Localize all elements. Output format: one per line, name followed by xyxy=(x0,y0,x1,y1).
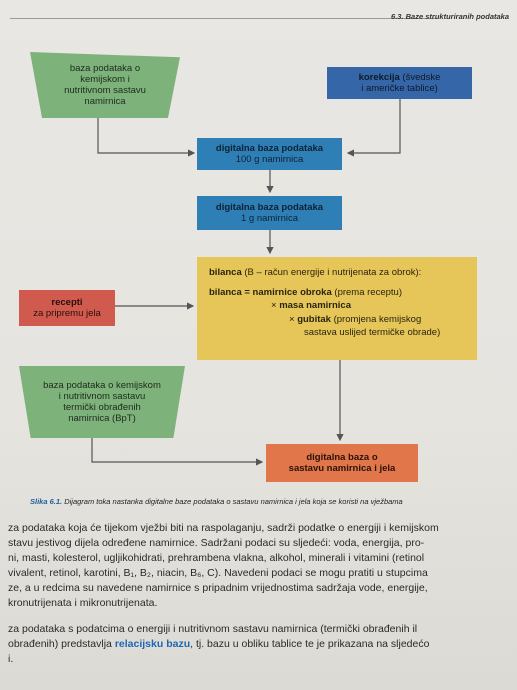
balance-loss-rest: (promjena kemijskog xyxy=(330,313,422,325)
corrections-line-1: korekcija (švedske xyxy=(359,72,441,83)
body-text: , tj. bazu u obliku tablice te je prikaz… xyxy=(190,638,430,650)
digital-db-1g-sub: 1 g namirnica xyxy=(240,213,299,224)
header-rule xyxy=(10,18,437,19)
balance-line-3: × masa namirnica xyxy=(209,299,477,313)
times-symbol-1: × xyxy=(271,300,280,311)
times-symbol-2: × xyxy=(289,313,298,325)
balance-line-5: sastava uslijed termičke obrade) xyxy=(304,327,441,338)
body-line: kronutrijenata i mikronutrijenata. xyxy=(8,597,158,609)
balance-formula: bilanca = namirnice obroka xyxy=(209,286,332,298)
recipes-sub: za pripremu jela xyxy=(33,308,101,319)
body-line: za podataka s podatcima o energiji i nut… xyxy=(8,623,418,635)
recipes-box: recepti za pripremu jela xyxy=(19,290,115,326)
balance-title: bilanca xyxy=(209,267,242,278)
body-line: ni, masti, kolesterol, ugljikohidrati, p… xyxy=(8,552,425,564)
balance-mass: masa namirnica xyxy=(279,300,352,311)
digital-db-100g-box: digitalna baza podataka 100 g namirnica xyxy=(197,138,342,170)
corrections-line-2: i američke tablice) xyxy=(361,83,438,94)
section-header: 6.3. Baze strukturiranih podataka xyxy=(391,12,509,21)
corrections-title: korekcija xyxy=(358,72,400,83)
source-db-line-4: namirnica xyxy=(84,96,126,107)
relational-db-link[interactable]: relacijsku bazu xyxy=(114,638,191,650)
balance-line-1: bilanca (B – račun energije i nutrijenat… xyxy=(209,266,477,280)
thermal-db-line-4: namirnica (BpT) xyxy=(68,413,136,424)
digital-db-100g-title: digitalna baza podataka xyxy=(215,143,324,154)
final-db-line-1: digitalna baza o xyxy=(306,452,378,463)
digital-db-100g-sub: 100 g namirnica xyxy=(235,154,304,165)
source-db-line-1: baza podataka o xyxy=(69,63,141,74)
balance-title-rest: (B – račun energije i nutrijenata za obr… xyxy=(241,267,422,278)
source-database-box: baza podataka o kemijskom i nutritivnom … xyxy=(30,52,180,118)
balance-line-2: bilanca = namirnice obroka (prema recept… xyxy=(209,286,477,300)
body-line-with-link: obrađenih) predstavlja relacijsku bazu, … xyxy=(8,637,517,652)
body-line: i. xyxy=(8,653,14,665)
thermal-database-box: baza podataka o kemijskom i nutritivnom … xyxy=(19,366,185,438)
thermal-db-line-3: termički obrađenih xyxy=(63,402,141,413)
digital-db-1g-title: digitalna baza podataka xyxy=(215,202,324,213)
body-line: ze, a u redcima su navedene namirnice s … xyxy=(8,582,428,594)
figure-caption-text: Dijagram toka nastanka digitalne baze po… xyxy=(62,497,403,506)
corrections-box: korekcija (švedske i američke tablice) xyxy=(327,67,472,99)
final-database-box: digitalna baza o sastavu namirnica i jel… xyxy=(266,444,418,482)
balance-line-4: × gubitak (promjena kemijskog xyxy=(209,313,477,327)
body-line: za podataka koja će tijekom vježbi biti … xyxy=(8,522,439,534)
source-db-line-2: kemijskom i xyxy=(80,74,130,85)
thermal-db-line-1: baza podataka o kemijskom xyxy=(43,380,161,391)
balance-formula-rest: (prema receptu) xyxy=(331,286,402,298)
source-db-line-3: nutritivnom sastavu xyxy=(64,85,146,96)
figure-caption: Slika 6.1. Dijagram toka nastanka digita… xyxy=(30,497,403,506)
recipes-title: recepti xyxy=(51,297,83,308)
final-db-line-2: sastavu namirnica i jela xyxy=(288,463,396,474)
corrections-title-rest: (švedske xyxy=(399,72,441,83)
body-text: obrađenih) predstavlja xyxy=(8,638,115,650)
thermal-db-line-2: i nutritivnom sastavu xyxy=(58,391,146,402)
figure-label: Slika 6.1. xyxy=(30,497,63,506)
balance-box: bilanca (B – račun energije i nutrijenat… xyxy=(197,257,477,360)
body-line: vivalent, retinol, karotini, B₁, B₂, nia… xyxy=(8,567,428,579)
digital-db-1g-box: digitalna baza podataka 1 g namirnica xyxy=(197,196,342,230)
body-line: stavu jestivog dijela određene namirnice… xyxy=(8,537,425,549)
balance-loss: gubitak xyxy=(297,313,331,325)
